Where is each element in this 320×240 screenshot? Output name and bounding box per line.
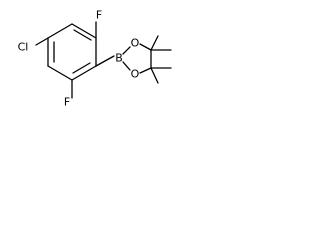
bond-c4-c5 xyxy=(71,65,97,81)
molecule-structure: Cl F F B O O xyxy=(18,9,172,109)
atom-cl-label: Cl xyxy=(18,41,29,54)
bond-b-o-bottom xyxy=(122,61,131,71)
double-bond-inner-1 xyxy=(73,29,92,41)
dioxaborolane-ring xyxy=(122,35,172,84)
methyl-top-up xyxy=(150,35,159,51)
atom-f-bottom-label: F xyxy=(64,96,70,109)
methyl-bottom-down xyxy=(150,67,159,84)
bond-c4-b xyxy=(95,55,115,67)
atom-o-top-label: O xyxy=(131,37,140,50)
bond-c1-c2 xyxy=(47,23,73,39)
bond-o-bottom-c xyxy=(139,67,152,74)
atom-o-bottom-label: O xyxy=(131,68,140,81)
bond-o-top-c xyxy=(139,43,152,51)
benzene-ring xyxy=(47,23,97,81)
bond-c2-c3 xyxy=(71,23,97,39)
atom-b-label: B xyxy=(115,52,123,65)
double-bond-inner-2 xyxy=(72,62,91,74)
bond-b-o-top xyxy=(122,46,131,55)
bond-c5-c6 xyxy=(47,65,73,81)
atom-f-top-label: F xyxy=(96,9,102,22)
bond-c1-cl xyxy=(35,37,49,46)
atom-labels: Cl F F B O O xyxy=(18,9,140,109)
